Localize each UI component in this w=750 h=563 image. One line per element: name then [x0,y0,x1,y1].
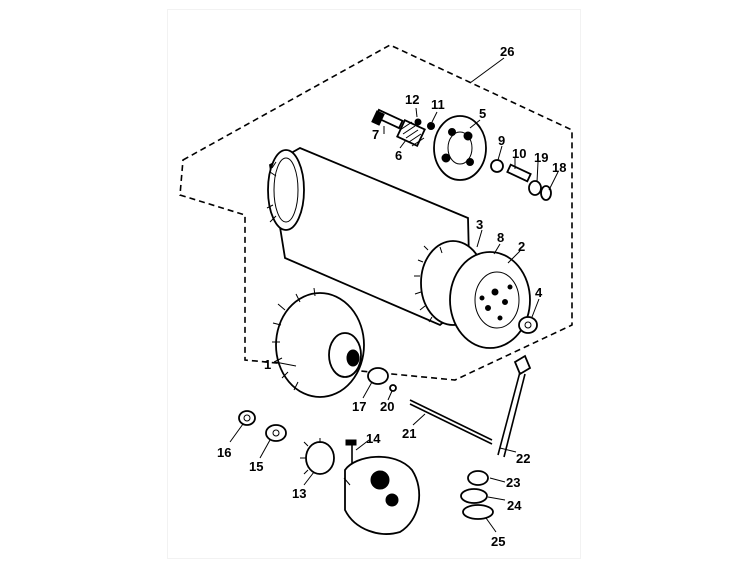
leader-lines [229,57,559,533]
pin-14-head [345,439,357,446]
primary-gear [272,287,365,398]
release-parts [490,159,552,201]
pressure-plate [449,251,531,349]
callout-18: 18 [552,160,566,175]
gear-13 [300,438,335,475]
release-lever [497,354,532,458]
callout-9: 9 [498,133,505,148]
spring-6 [396,118,426,148]
callout-3: 3 [476,217,483,232]
callout-22: 22 [516,451,530,466]
nut-16 [238,410,256,426]
callout-19: 19 [534,150,548,165]
washer-17 [367,367,389,385]
callout-26: 26 [500,44,514,59]
assembly-boundary [179,44,573,381]
callout-8: 8 [497,230,504,245]
callout-4: 4 [535,285,543,300]
washer-15 [265,424,287,442]
callout-13: 13 [292,486,306,501]
washer-25 [462,504,494,520]
callout-2: 2 [518,239,525,254]
callout-11: 11 [431,97,445,112]
callout-17: 17 [352,399,366,414]
callout-23: 23 [506,475,520,490]
pushrod-21 [409,399,493,441]
callout-7: 7 [372,127,379,142]
callout-12: 12 [405,92,419,107]
callout-15: 15 [249,459,263,474]
callout-25: 25 [491,534,505,549]
callout-14: 14 [366,431,381,446]
callout-16: 16 [217,445,231,460]
spring-plate [433,115,487,181]
ball-20 [389,384,397,392]
crank-cover [343,455,421,535]
callout-1: 1 [264,357,271,372]
callout-24: 24 [507,498,522,513]
pushrod-21-b [409,403,493,445]
callout-10: 10 [512,146,526,161]
callout-6: 6 [395,148,402,163]
callout-5: 5 [479,106,486,121]
callout-20: 20 [380,399,394,414]
ring-24 [460,488,488,504]
bolt-12 [414,118,435,130]
washer-4 [518,316,538,334]
callout-21: 21 [402,426,416,441]
nut-23 [467,470,489,486]
bolt-7 [371,108,404,130]
